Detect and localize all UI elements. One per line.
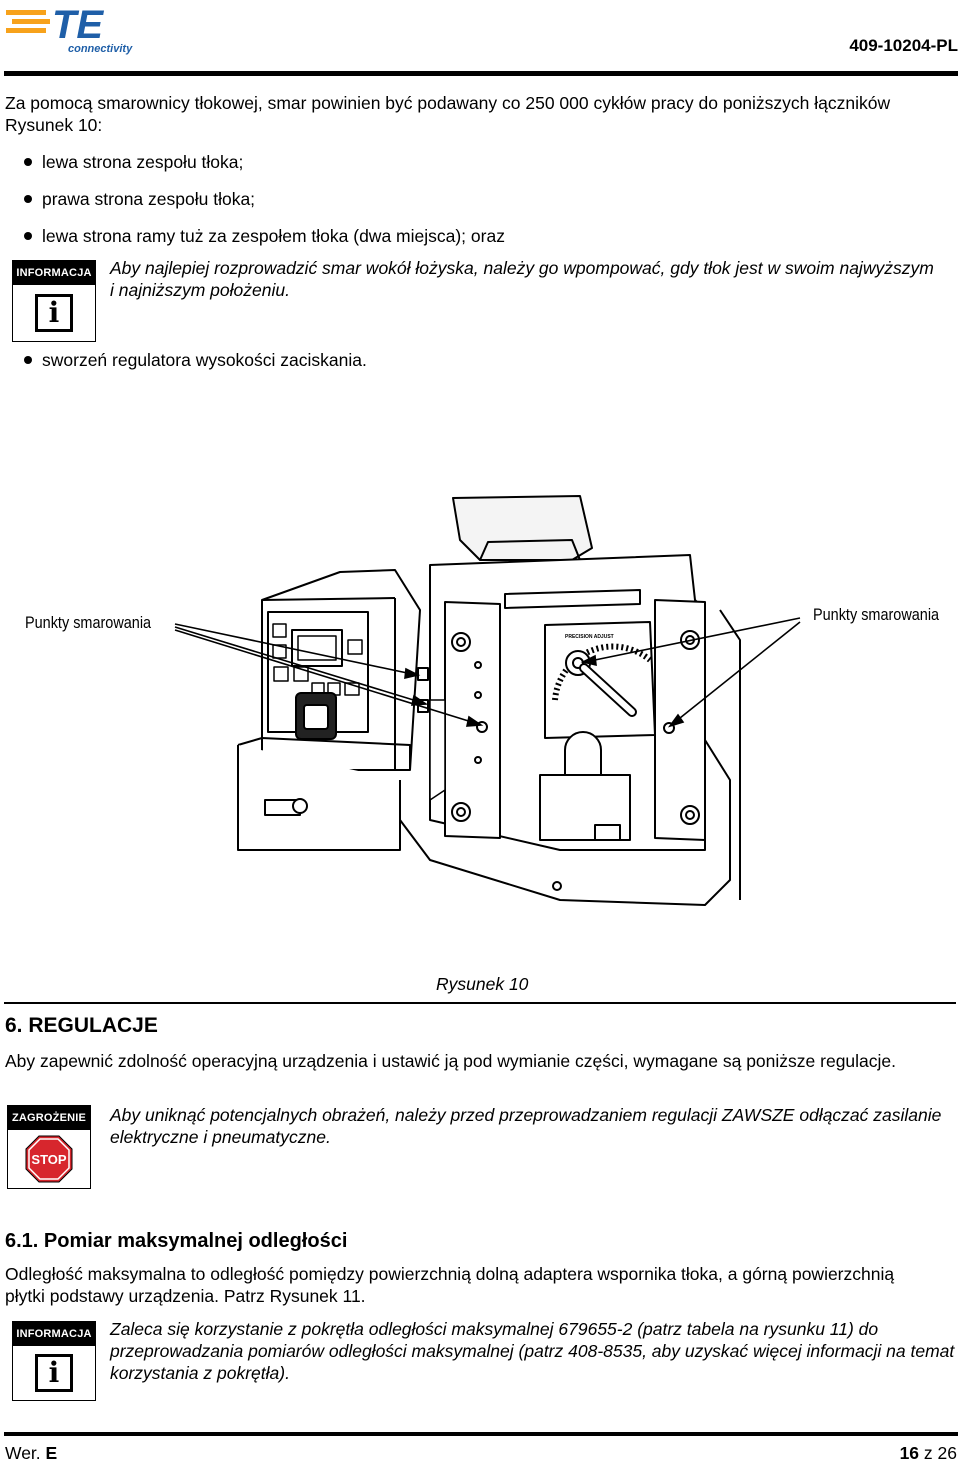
bullet-item-4: sworzeń regulatora wysokości zaciskania. (0, 349, 367, 371)
page-current: 16 (899, 1443, 920, 1463)
info-note-text: Aby najlepiej rozprowadzić smar wokół ło… (110, 258, 934, 300)
intro-paragraph: Za pomocą smarownicy tłokowej, smar powi… (5, 93, 891, 135)
revision-prefix: Wer. (5, 1443, 46, 1463)
info-badge-2-label: INFORMACJA (13, 1322, 95, 1346)
panel-label: PRECISION ADJUST (565, 634, 614, 640)
machine-illustration: PRECISION ADJUST (174, 495, 801, 906)
logo-tagline: connectivity (68, 43, 133, 55)
bullet-item-2: prawa strona zespołu tłoka; (0, 188, 255, 210)
section-rule (4, 1002, 956, 1004)
page-separator: z (919, 1443, 938, 1463)
footer-rule (4, 1432, 958, 1436)
figure-caption: Rysunek 10 (436, 974, 529, 994)
section-heading: 6. REGULACJE (5, 1014, 158, 1037)
subsection-paragraph: Odległość maksymalna to odległość pomięd… (5, 1264, 895, 1306)
callout-left: Punkty smarowania (25, 613, 152, 632)
info-icon: i (35, 293, 73, 332)
info-badge-2: INFORMACJA i (12, 1321, 96, 1401)
danger-note-text: Aby uniknąć potencjalnych obrażeń, należ… (110, 1105, 942, 1147)
te-logo-icon: TE connectivity (6, 2, 146, 58)
section-paragraph: Aby zapewnić zdolność operacyjną urządze… (5, 1051, 897, 1071)
danger-badge-label: ZAGROŻENIE (8, 1106, 90, 1130)
info-note-2-text: Zaleca się korzystanie z pokrętła odległ… (110, 1319, 955, 1383)
bullet-item-1: lewa strona zespołu tłoka; (0, 151, 243, 173)
page-number: 16 z 26 (900, 1443, 957, 1464)
bullet-item-3: lewa strona ramy tuż za zespołem tłoka (… (0, 225, 505, 247)
danger-badge: ZAGROŻENIE STOP (7, 1105, 91, 1189)
stop-sign-icon: STOP (25, 1135, 73, 1182)
info-badge: INFORMACJA i (12, 260, 96, 342)
info-badge-label: INFORMACJA (13, 261, 95, 285)
revision-letter: E (45, 1443, 58, 1463)
revision-label: Wer. E (5, 1443, 57, 1464)
info-icon: i (35, 1353, 73, 1392)
document-number: 409-10204-PL (849, 36, 958, 55)
logo-mark: TE (52, 3, 104, 47)
stop-sign-text: STOP (31, 1152, 66, 1167)
header-rule (4, 71, 958, 76)
callout-right: Punkty smarowania (813, 605, 940, 624)
page-total: 26 (937, 1443, 957, 1463)
subsection-heading: 6.1. Pomiar maksymalnej odległości (5, 1230, 348, 1252)
